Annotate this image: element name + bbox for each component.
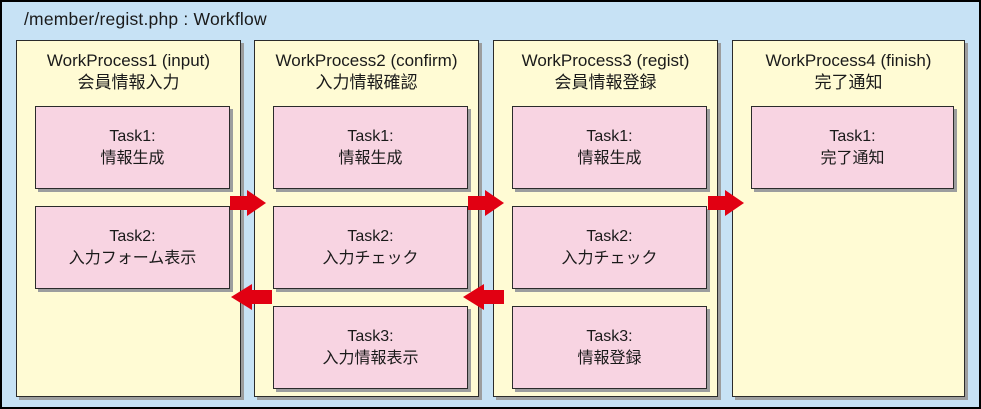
task-box: Task1: 完了通知 <box>751 106 954 189</box>
panel-subtitle: 会員情報入力 <box>77 72 180 92</box>
task-box: Task1: 情報生成 <box>35 106 230 189</box>
panel-subtitle: 完了通知 <box>814 72 883 92</box>
arrow-forward-1-to-2-icon <box>230 190 266 216</box>
task-description: 入力フォーム表示 <box>68 249 197 267</box>
panel-subtitle: 入力情報確認 <box>315 72 418 92</box>
task-label: Task2: <box>347 227 394 245</box>
arrow-body <box>230 196 247 210</box>
panel-header: WorkProcess2 (confirm) 入力情報確認 <box>255 41 478 93</box>
task-label: Task3: <box>347 327 394 345</box>
task-label: Task2: <box>109 227 156 245</box>
task-box: Task3: 情報登録 <box>512 306 707 389</box>
arrow-body <box>468 196 485 210</box>
task-label: Task2: <box>586 227 633 245</box>
workprocess-panel-input: WorkProcess1 (input) 会員情報入力 Task1: 情報生成 … <box>16 40 241 397</box>
task-description: 情報登録 <box>577 349 642 367</box>
task-label: Task3: <box>586 327 633 345</box>
panel-name: WorkProcess1 (input) <box>46 51 211 70</box>
workprocess-panel-finish: WorkProcess4 (finish) 完了通知 Task1: 完了通知 <box>732 40 965 397</box>
task-description: 入力情報表示 <box>322 349 419 367</box>
panel-name: WorkProcess3 (regist) <box>521 51 690 70</box>
task-box: Task1: 情報生成 <box>273 106 468 189</box>
task-box: Task1: 情報生成 <box>512 106 707 189</box>
page-title: /member/regist.php : Workflow <box>24 9 267 29</box>
arrow-head <box>463 284 484 310</box>
task-label: Task1: <box>586 127 633 145</box>
task-box: Task2: 入力フォーム表示 <box>35 206 230 289</box>
task-description: 情報生成 <box>100 149 165 167</box>
task-box: Task2: 入力チェック <box>512 206 707 289</box>
arrow-body <box>484 290 504 304</box>
arrow-body <box>708 196 725 210</box>
task-label: Task1: <box>347 127 394 145</box>
panel-name: WorkProcess4 (finish) <box>765 51 932 70</box>
arrow-back-3-to-2-icon <box>463 284 504 310</box>
panel-header: WorkProcess3 (regist) 会員情報登録 <box>494 41 717 93</box>
workprocess-panel-regist: WorkProcess3 (regist) 会員情報登録 Task1: 情報生成… <box>493 40 718 397</box>
panel-name: WorkProcess2 (confirm) <box>275 51 458 70</box>
arrow-forward-3-to-4-icon <box>708 190 744 216</box>
task-box: Task3: 入力情報表示 <box>273 306 468 389</box>
workprocess-panel-confirm: WorkProcess2 (confirm) 入力情報確認 Task1: 情報生… <box>254 40 479 397</box>
arrow-head <box>485 190 504 216</box>
task-description: 入力チェック <box>561 249 658 267</box>
panel-subtitle: 会員情報登録 <box>554 72 657 92</box>
task-label: Task1: <box>109 127 156 145</box>
task-description: 情報生成 <box>338 149 403 167</box>
arrow-head <box>231 284 252 310</box>
task-description: 完了通知 <box>820 149 885 167</box>
arrow-body <box>252 290 272 304</box>
panel-header: WorkProcess1 (input) 会員情報入力 <box>17 41 240 93</box>
task-box: Task2: 入力チェック <box>273 206 468 289</box>
arrow-forward-2-to-3-icon <box>468 190 504 216</box>
task-description: 入力チェック <box>322 249 419 267</box>
arrow-head <box>725 190 744 216</box>
task-description: 情報生成 <box>577 149 642 167</box>
panel-header: WorkProcess4 (finish) 完了通知 <box>733 41 964 93</box>
arrow-head <box>247 190 266 216</box>
arrow-back-2-to-1-icon <box>231 284 272 310</box>
task-label: Task1: <box>829 127 876 145</box>
